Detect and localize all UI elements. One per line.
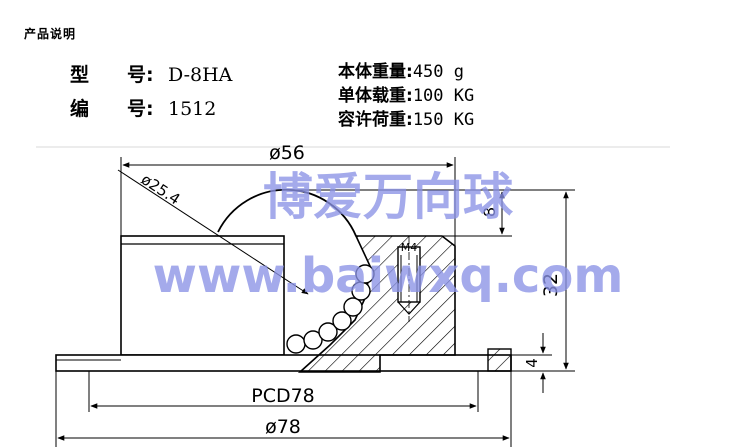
spec-unit-load: 单体载重:100 KG (338, 81, 474, 106)
watermark-url: www.baiwxq.com (153, 248, 624, 304)
spec-allowed-load: 容许荷重:150 KG (338, 105, 474, 130)
dim-ball-leader (117, 169, 309, 295)
dim-pcd: PCD78 (251, 385, 315, 407)
dim-ball-diameter: ø25.4 (138, 170, 184, 208)
thread-tip (397, 301, 421, 315)
spec-body-weight: 本体重量:450 g (338, 57, 464, 82)
spec-body-weight-value: 450 g (412, 62, 464, 82)
bearing-balls (286, 264, 375, 354)
section-title: 产品说明 (24, 27, 77, 41)
dim-top-diameter: ø56 (269, 142, 305, 164)
spec-code-label: 编 号: (70, 98, 154, 120)
watermark-brand: 博爱万向球 (263, 168, 514, 226)
spec-body-weight-label: 本体重量: (338, 62, 413, 82)
thread-lines (400, 255, 418, 302)
spec-model: 型 号: D-8HA (70, 60, 232, 87)
spec-unit-load-value: 100 KG (412, 86, 475, 106)
spec-allowed-load-value: 150 KG (412, 110, 475, 130)
main-ball (217, 188, 357, 237)
spec-code-value: 1512 (168, 98, 217, 120)
dim-flange: 4 (523, 358, 541, 368)
spec-unit-load-label: 单体载重: (338, 86, 413, 106)
dim-total-height: 32 (540, 273, 562, 297)
flange (55, 354, 512, 372)
spec-allowed-load-label: 容许荷重: (338, 110, 413, 130)
dim-bottom-diameter: ø78 (265, 416, 301, 438)
spec-model-value: D-8HA (168, 64, 233, 86)
spec-code: 编 号: 1512 (70, 94, 216, 121)
dim-height-top: 8 (480, 207, 499, 217)
flange-hatch (487, 348, 512, 372)
spec-model-label: 型 号: (70, 64, 154, 86)
body-left (120, 235, 285, 356)
